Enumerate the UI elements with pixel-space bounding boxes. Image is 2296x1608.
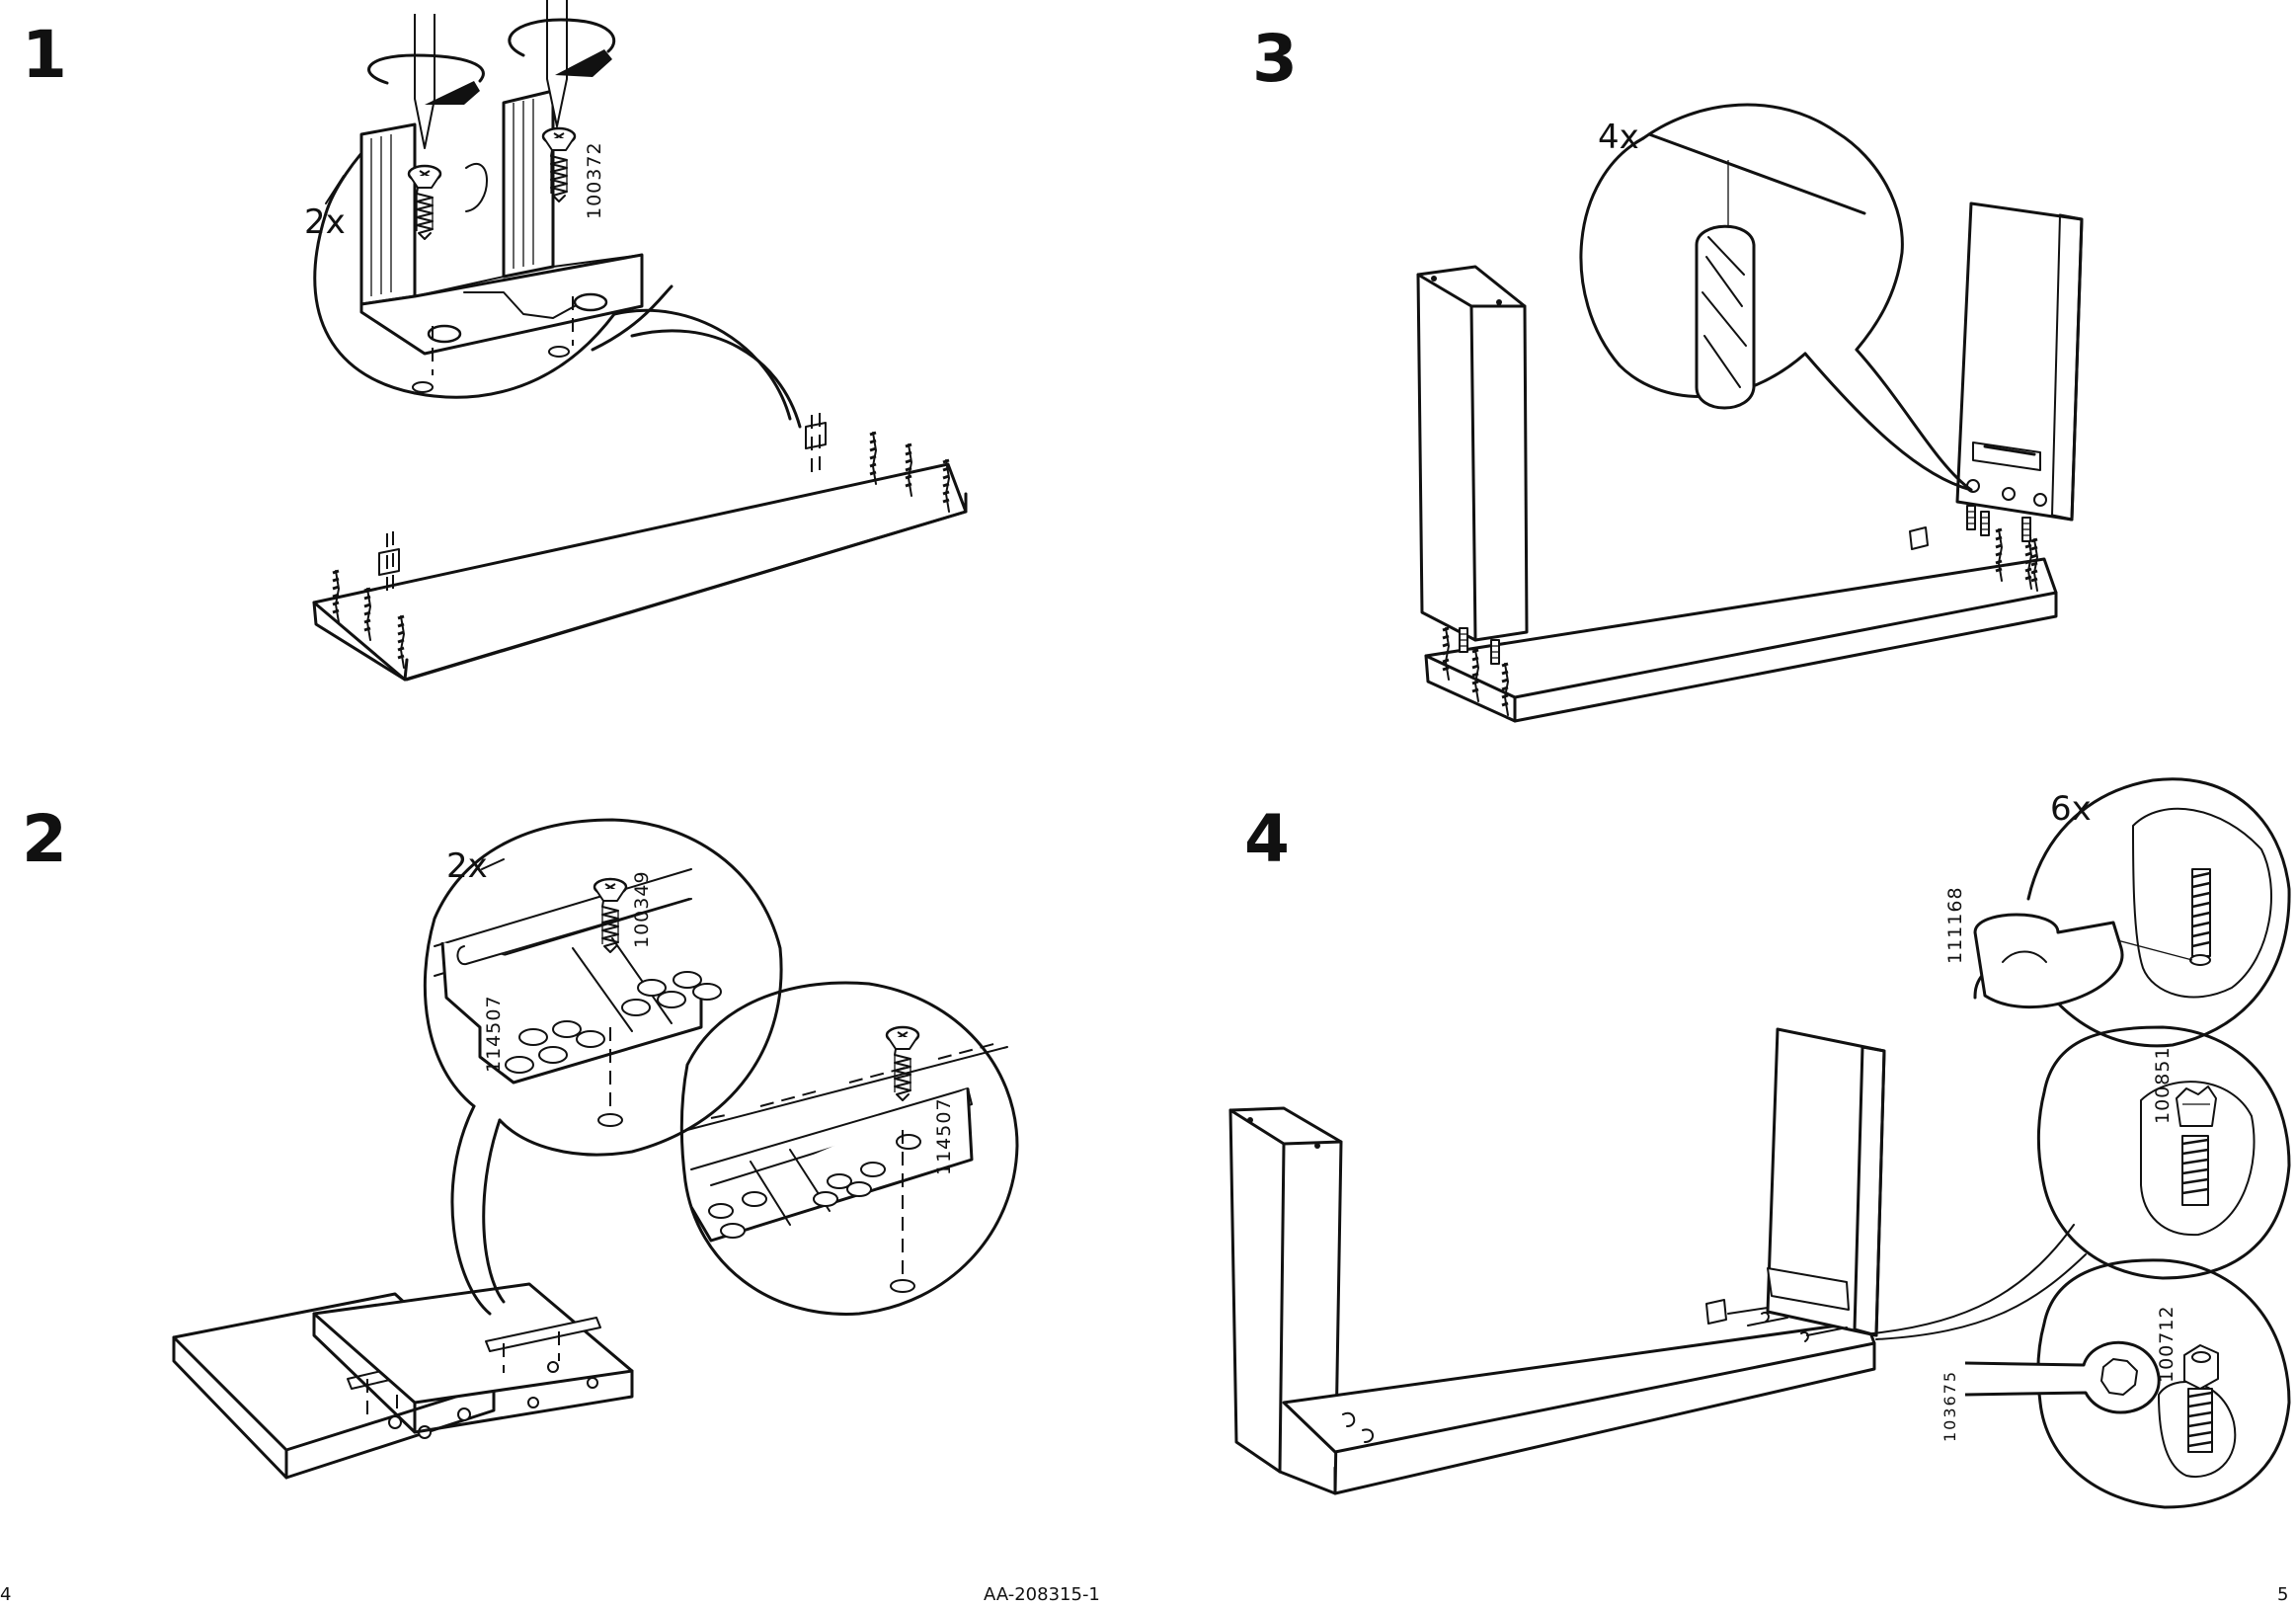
step-2-right-board (312, 1282, 634, 1434)
step-2-part-number-rail-a: 114507 (483, 995, 505, 1073)
step-4-detail-callout-1: 111168 (1944, 777, 2291, 1048)
step-2-detail-callout-b: 114507 (679, 981, 1019, 1316)
step-1-multiplier: 2x (304, 202, 346, 242)
step-1-part-number: 100372 (584, 141, 605, 219)
page-number-left: 4 (0, 1584, 11, 1605)
step-4-part-number-nut: 100851 (2152, 1046, 2174, 1124)
step-3-left-panel (1416, 265, 1529, 642)
step-1: 1 2x (22, 0, 968, 682)
step-1-board (312, 462, 968, 682)
rotation-arrow-icon (508, 18, 616, 77)
step-4-leader (1875, 1253, 2087, 1340)
step-3-dowels (1441, 505, 2039, 717)
step-2-number: 2 (22, 801, 67, 877)
step-4-detail-callout-2: 100851 (2036, 1025, 2291, 1280)
step-3-number: 3 (1252, 21, 1298, 97)
hex-nut-icon (2183, 1344, 2219, 1390)
step-2: 2 2x (22, 801, 1019, 1480)
step-4: 4 6x (1228, 777, 2291, 1509)
step-3-multiplier: 4x (1598, 118, 1639, 157)
step-3-right-panel (1955, 201, 2084, 522)
step-4-frame (1228, 1027, 1886, 1495)
step-2-part-number-screw: 100349 (631, 870, 653, 948)
document-id: AA-208315-1 (984, 1584, 1100, 1605)
step-4-part-number-hex-nut: 100712 (2156, 1305, 2177, 1383)
rotation-arrow-icon (367, 53, 485, 105)
step-3-base-board (1424, 557, 2058, 723)
wood-dowel-icon (1695, 224, 1756, 410)
page-number-right: 5 (2277, 1584, 2288, 1605)
step-2-multiplier: 2x (446, 846, 488, 886)
step-2-part-number-rail-b: 114507 (933, 1097, 955, 1175)
wrench-icon (1964, 1341, 2161, 1414)
step-2-multiplier-leader (481, 858, 505, 870)
footer: 4 AA-208315-1 5 (0, 1584, 2288, 1605)
lock-nut-icon (2176, 1085, 2217, 1127)
step-1-number: 1 (22, 17, 67, 93)
step-2-detail-callout-a: 100349 114507 (423, 818, 783, 1316)
step-3: 3 4x (1252, 21, 2084, 723)
step-4-number: 4 (1244, 801, 1290, 877)
step-4-part-number-cap: 111168 (1944, 886, 1966, 964)
step-4-leader (1871, 1224, 2075, 1334)
step-1-detail-callout: 100372 (313, 0, 802, 429)
step-4-detail-callout-3: 100712 103675 (1940, 1258, 2291, 1509)
step-1-small-brackets (378, 413, 827, 591)
step-4-part-number-wrench: 103675 (1940, 1370, 1959, 1442)
step-3-detail-callout (1579, 103, 1973, 492)
